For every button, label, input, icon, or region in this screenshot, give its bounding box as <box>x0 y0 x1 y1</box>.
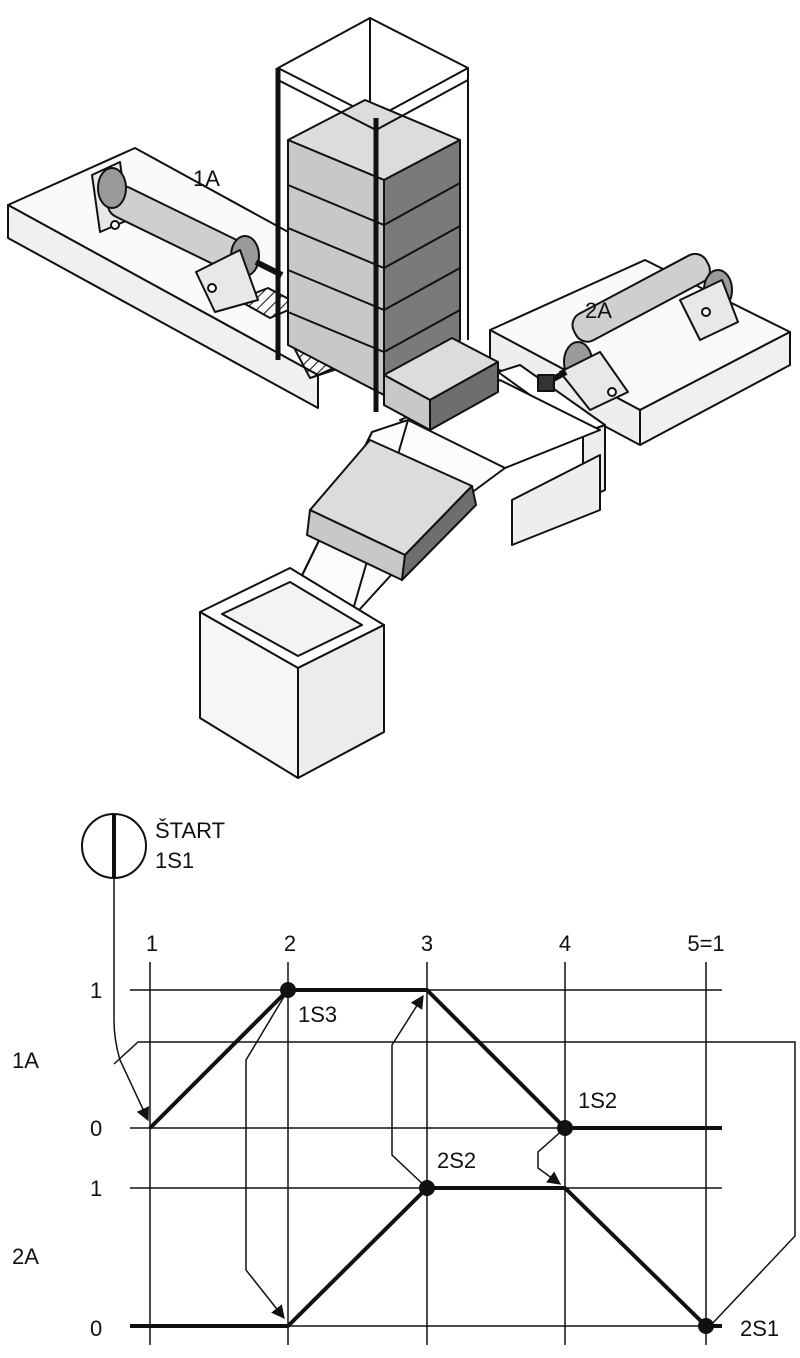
level-1a-high: 1 <box>90 978 102 1003</box>
label-cylinder-2a: 2A <box>585 298 612 323</box>
start-symbol <box>81 813 147 879</box>
start-label: ŠTART <box>155 818 225 843</box>
cylinder-2a-motion-line <box>130 1186 722 1328</box>
step-label-5: 5=1 <box>687 931 724 956</box>
sensor-2s2-point <box>419 1180 435 1196</box>
magazine-tower <box>275 17 469 412</box>
step-label-3: 3 <box>421 931 433 956</box>
signal-2s2-to-1a <box>391 994 428 1189</box>
sensor-2s1-label: 2S1 <box>740 1316 779 1341</box>
displacement-step-diagram: ŠTART 1S1 1 2 3 4 5=1 1 1A 0 1 2A 0 <box>12 813 796 1345</box>
step-label-4: 4 <box>559 931 571 956</box>
signal-start-1s1 <box>113 878 149 1122</box>
cylinder-1a-motion-line <box>148 988 722 1130</box>
cylinder-2a-label: 2A <box>12 1244 39 1269</box>
sensor-2s2-label: 2S2 <box>437 1148 476 1173</box>
pushed-box <box>383 337 499 431</box>
sensor-1s2-point <box>557 1120 573 1136</box>
sensor-2s1-point <box>698 1318 714 1334</box>
sensor-1s2-label: 1S2 <box>578 1088 617 1113</box>
level-1a-low: 0 <box>90 1116 102 1141</box>
start-sensor-label: 1S1 <box>155 848 194 873</box>
diagram-grid <box>130 962 722 1345</box>
collection-bin <box>199 567 385 779</box>
step-label-2: 2 <box>284 931 296 956</box>
falling-box <box>306 439 477 581</box>
cylinder-1a <box>91 161 284 313</box>
level-2a-high: 1 <box>90 1176 102 1201</box>
step-label-1: 1 <box>146 931 158 956</box>
label-cylinder-1a: 1A <box>193 166 220 191</box>
signal-lines <box>113 878 796 1327</box>
cylinder-1a-label: 1A <box>12 1048 39 1073</box>
signal-1s2-to-2a <box>537 1127 566 1185</box>
level-2a-low: 0 <box>90 1316 102 1341</box>
stacked-boxes <box>287 99 461 396</box>
signal-2s1-loop <box>113 1041 796 1327</box>
signal-1s3-to-2a <box>245 989 289 1320</box>
cylinder-2a <box>537 252 739 411</box>
machine-illustration: 1A 2A <box>7 17 791 779</box>
sensor-1s3-point <box>280 982 296 998</box>
sensor-1s3-label: 1S3 <box>298 1002 337 1027</box>
